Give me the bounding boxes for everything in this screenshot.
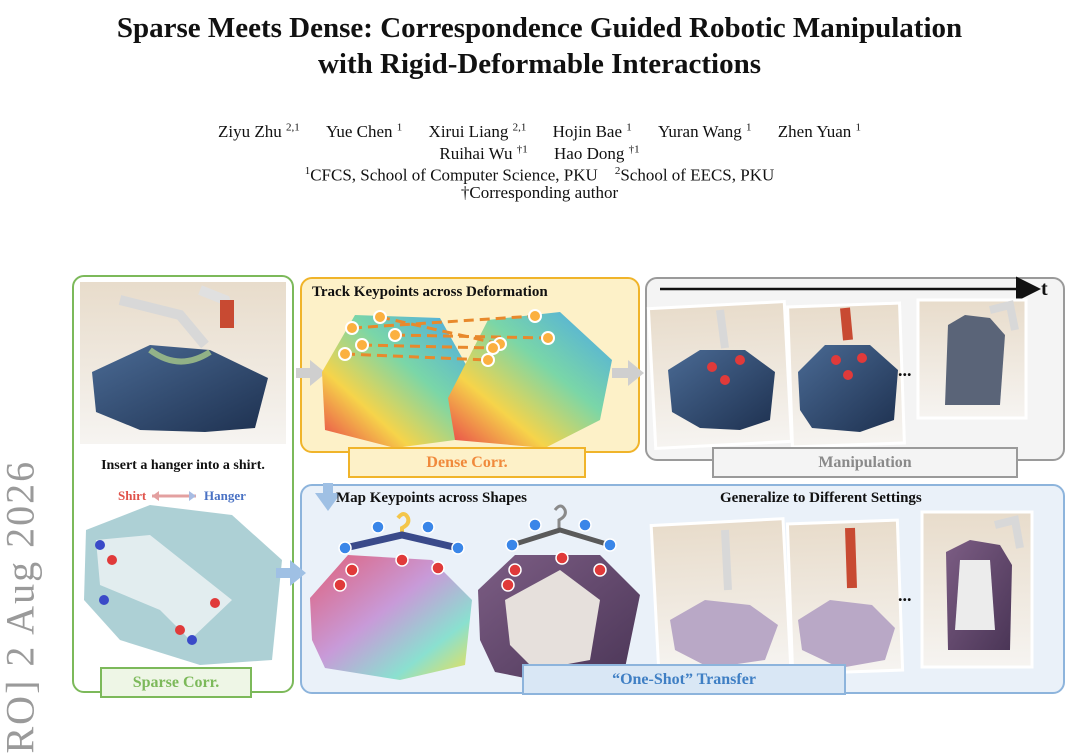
generalize-photo-3 — [920, 510, 1034, 669]
author: Ziyu Zhu 2,1 — [217, 121, 300, 141]
left-task-caption: Insert a hanger into a shirt. — [101, 458, 265, 473]
manipulation-photo-2 — [786, 301, 906, 449]
author: Zhen Yuan 1 — [777, 121, 862, 141]
shirt-label: Shirt — [118, 488, 147, 503]
dense-corr-tag: Dense Corr. — [348, 447, 586, 478]
hanger-label: Hanger — [204, 488, 246, 503]
arrow-down-transfer — [315, 483, 341, 511]
generalize-photo-2 — [785, 518, 905, 676]
generalize-title: Generalize to Different Settings — [720, 490, 922, 506]
author: Ruihai Wu †1 — [439, 143, 528, 163]
manipulation-photo-3 — [916, 298, 1028, 420]
time-axis-label: t — [1041, 278, 1048, 300]
affiliations: 1CFCS, School of Computer Science, PKU 2… — [304, 165, 775, 185]
author: Yue Chen 1 — [325, 121, 403, 141]
map-keypoints-title: Map Keypoints across Shapes — [336, 490, 528, 506]
manipulation-photo-1 — [646, 299, 794, 451]
teaser-figure-art — [80, 276, 1041, 685]
arrow-to-dense — [296, 360, 326, 386]
author-list-row-1: Ziyu Zhu 2,1 Yue Chen 1 Xirui Liang 2,1 … — [0, 116, 1079, 143]
paper-title-line-2: with Rigid-Deformable Interactions — [317, 48, 761, 80]
arrow-to-manipulation — [612, 360, 644, 386]
ellipsis-generalize: ... — [898, 585, 912, 605]
ellipsis-manipulation: ... — [898, 360, 912, 380]
dense-rainbow-shirts — [322, 309, 612, 448]
arrow-to-transfer — [276, 560, 306, 586]
sparse-point-cloud — [84, 505, 282, 665]
corresponding-author-note: †Corresponding author — [460, 183, 619, 202]
shirt-hanger-arrow — [152, 491, 196, 501]
transfer-rainbow-shirt — [310, 512, 472, 680]
author: Xirui Liang 2,1 — [428, 121, 527, 141]
generalize-photo-1 — [649, 517, 793, 677]
one-shot-transfer-tag: “One-Shot” Transfer — [522, 664, 846, 695]
manipulation-tag: Manipulation — [712, 447, 1018, 478]
author-list-row-2: Ruihai Wu †1 Hao Dong †1 — [0, 138, 1079, 165]
author: Hao Dong †1 — [554, 143, 640, 163]
author: Hojin Bae 1 — [552, 121, 632, 141]
robot-jacket-photo — [80, 282, 286, 444]
author: Yuran Wang 1 — [658, 121, 752, 141]
track-keypoints-title: Track Keypoints across Deformation — [312, 284, 548, 300]
transfer-purple-jacket — [478, 504, 640, 685]
paper-title-line-1: Sparse Meets Dense: Correspondence Guide… — [116, 12, 963, 44]
sparse-corr-tag: Sparse Corr. — [100, 667, 252, 698]
